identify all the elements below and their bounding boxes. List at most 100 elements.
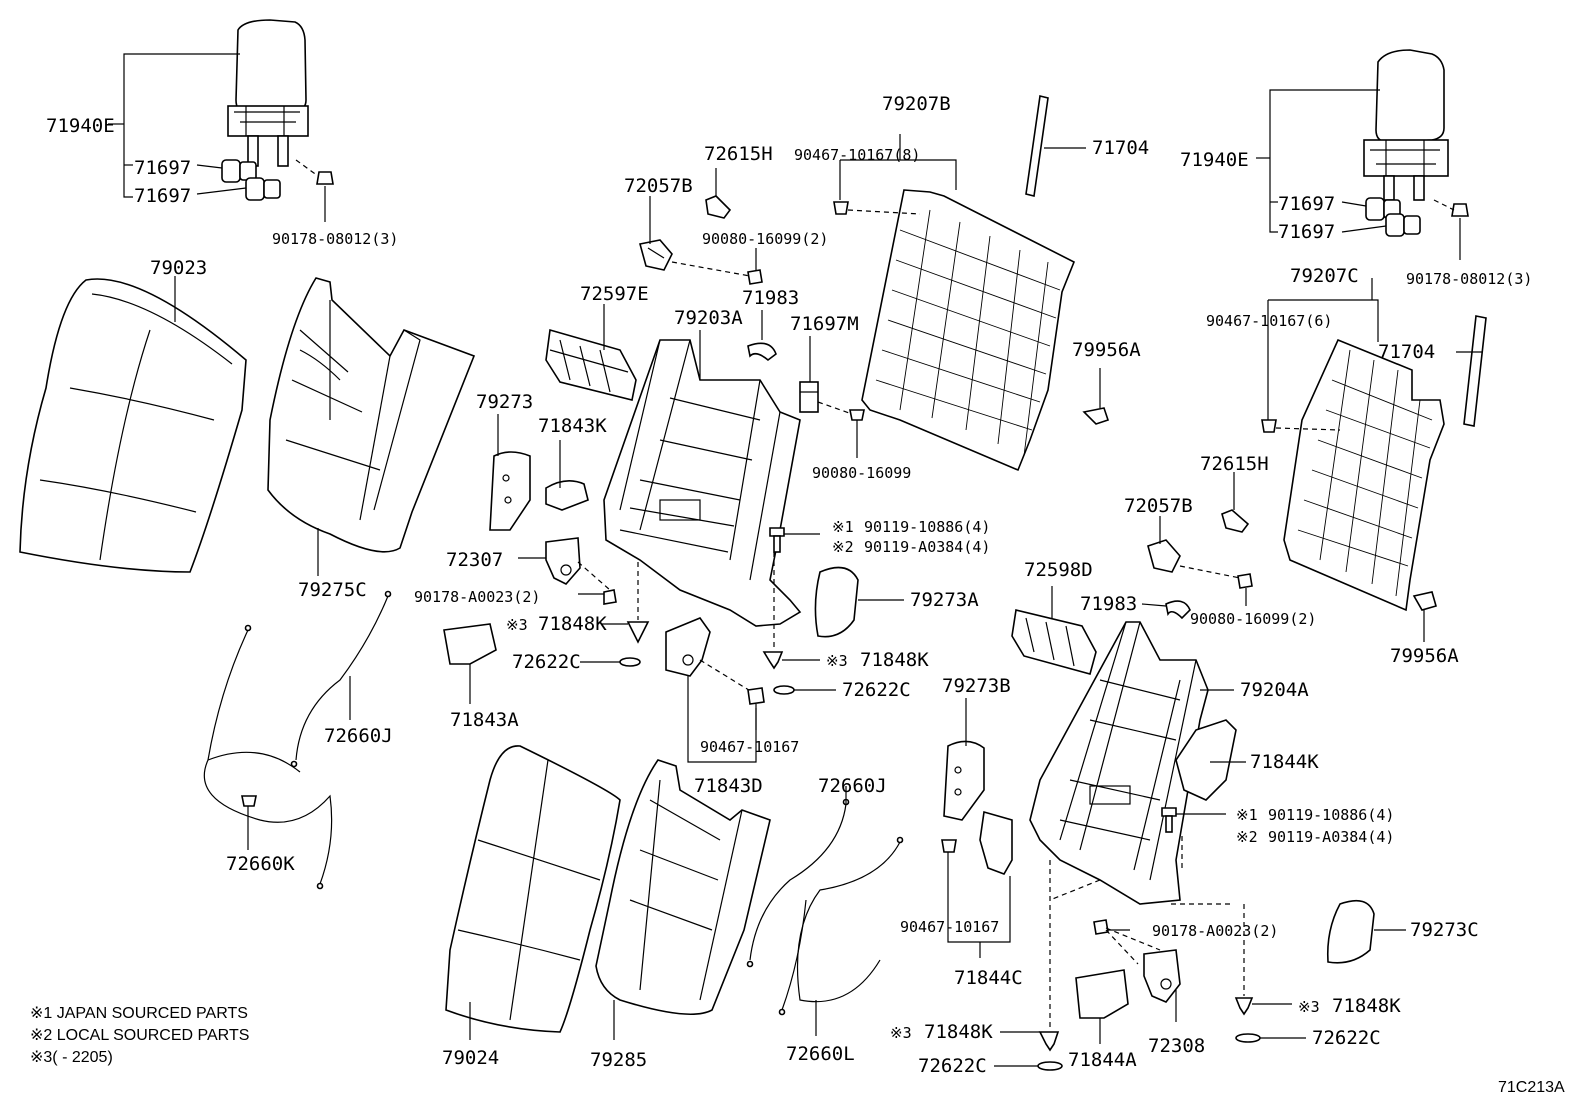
label-90467-10167-right: 90467-10167	[900, 918, 999, 936]
mark-3-c: ※3	[890, 1024, 912, 1042]
cable-72660K	[203, 624, 333, 890]
label-72057B-left: 72057B	[624, 175, 693, 197]
label-79273C: 79273C	[1410, 919, 1479, 941]
cable-72660L	[778, 836, 904, 1016]
label-79956A-right: 79956A	[1390, 645, 1459, 667]
label-90119-10886-right: 90119-10886(4)	[1268, 806, 1394, 824]
cable-72660J-lower	[746, 798, 850, 968]
label-71697-right-1: 71697	[1278, 193, 1335, 215]
label-90080-16099-2-right: 90080-16099(2)	[1190, 610, 1316, 628]
headrest-left	[221, 19, 334, 201]
label-72308: 72308	[1148, 1035, 1205, 1057]
label-71844K: 71844K	[1250, 751, 1319, 773]
label-71940E-right: 71940E	[1180, 149, 1249, 171]
label-72622C-b: 72622C	[842, 679, 911, 701]
label-71983-right: 71983	[1080, 593, 1137, 615]
label-72622C-d: 72622C	[1312, 1027, 1381, 1049]
label-79204A: 79204A	[1240, 679, 1309, 701]
label-90119-10886-left: 90119-10886(4)	[864, 518, 990, 536]
label-71848K-b: 71848K	[860, 649, 929, 671]
label-71844C: 71844C	[954, 967, 1023, 989]
label-90119-A0384-left: 90119-A0384(4)	[864, 538, 990, 556]
mark-2-right: ※2	[1236, 828, 1258, 846]
footnote-3: ※3( - 2205)	[30, 1049, 113, 1066]
lock-unit-72597E	[545, 328, 637, 401]
clip-79956A-right	[1412, 591, 1437, 611]
cable-72660J-left	[290, 590, 392, 768]
clip-79956A-left	[1082, 407, 1110, 425]
label-79273: 79273	[476, 391, 533, 413]
mark-3-a: ※3	[506, 616, 528, 634]
label-79273B: 79273B	[942, 675, 1011, 697]
seatback-frame-79204A	[1029, 621, 1209, 905]
lever-72057B-right	[1147, 539, 1181, 573]
clip-72615H-left	[705, 195, 732, 219]
lock-unit-72598D	[1011, 609, 1097, 675]
mark-1-left: ※1	[832, 518, 854, 536]
washer-72622C-d	[1235, 1033, 1261, 1043]
label-72660J-lower: 72660J	[818, 775, 887, 797]
label-90178-A0023-right: 90178-A0023(2)	[1152, 922, 1278, 940]
label-90467-10167-8: 90467-10167(8)	[794, 146, 920, 164]
label-71843A: 71843A	[450, 709, 519, 731]
cover-71844K	[1175, 719, 1237, 801]
label-72307: 72307	[446, 549, 503, 571]
label-90178-08012-left: 90178-08012(3)	[272, 230, 398, 248]
label-79207C: 79207C	[1290, 265, 1359, 287]
cover-79273B	[943, 740, 985, 821]
label-71704-left: 71704	[1092, 137, 1149, 159]
recliner-72308	[1143, 949, 1181, 1003]
label-71697-left-1: 71697	[134, 157, 191, 179]
label-71704-right: 71704	[1378, 341, 1435, 363]
recliner-72307	[545, 537, 581, 585]
cover-79273	[489, 451, 531, 531]
label-71697-right-2: 71697	[1278, 221, 1335, 243]
label-79207B: 79207B	[882, 93, 951, 115]
label-79203A: 79203A	[674, 307, 743, 329]
seat-cushion-79024	[445, 745, 621, 1033]
label-71843K: 71843K	[538, 415, 607, 437]
label-71848K-a: 71848K	[538, 613, 607, 635]
guide-71697M	[799, 381, 819, 413]
label-90467-10167-6: 90467-10167(6)	[1206, 312, 1332, 330]
mark-1-right: ※1	[1236, 806, 1258, 824]
seat-pad-79285	[595, 759, 771, 1015]
label-71697M: 71697M	[790, 313, 859, 335]
mark-3-b: ※3	[826, 652, 848, 670]
label-79023: 79023	[150, 257, 207, 279]
leader-lines-left-headrest	[108, 53, 326, 222]
label-90467-10167-left: 90467-10167	[700, 738, 799, 756]
footnote-1: ※1 JAPAN SOURCED PARTS	[30, 1005, 248, 1022]
bolt-90119-left	[769, 527, 785, 553]
seatback-frame-79203A	[603, 339, 802, 627]
bolt-90119-right	[1161, 807, 1177, 833]
cover-79273A	[814, 566, 859, 638]
back-panel-79207B	[861, 189, 1076, 472]
cover-79273C	[1326, 899, 1375, 964]
cover-71983-left	[747, 342, 777, 362]
part-number-labels: 71940E 71697 71697 90178-08012(3) 79023 …	[46, 93, 1532, 1077]
label-79024: 79024	[442, 1047, 499, 1069]
cover-71843A	[443, 623, 497, 665]
seat-back-cover-79023	[19, 278, 247, 573]
label-71843D: 71843D	[694, 775, 763, 797]
clip-71848K-b	[762, 651, 784, 670]
label-79285: 79285	[590, 1049, 647, 1071]
label-72615H-left: 72615H	[704, 143, 773, 165]
label-71697-left-2: 71697	[134, 185, 191, 207]
washer-72622C-a	[619, 657, 641, 667]
clip-71848K-a	[626, 621, 650, 644]
label-90119-A0384-right: 90119-A0384(4)	[1268, 828, 1394, 846]
label-90178-A0023-left: 90178-A0023(2)	[414, 588, 540, 606]
cover-71844A	[1075, 969, 1129, 1019]
label-72057B-right: 72057B	[1124, 495, 1193, 517]
label-72597E: 72597E	[580, 283, 649, 305]
rod-71704-right	[1463, 315, 1487, 427]
label-71848K-c: 71848K	[924, 1021, 993, 1043]
label-71848K-d: 71848K	[1332, 995, 1401, 1017]
label-72660J-left: 72660J	[324, 725, 393, 747]
label-90080-16099: 90080-16099	[812, 464, 911, 482]
footnote-2: ※2 LOCAL SOURCED PARTS	[30, 1027, 249, 1044]
washer-72622C-b	[773, 685, 795, 695]
